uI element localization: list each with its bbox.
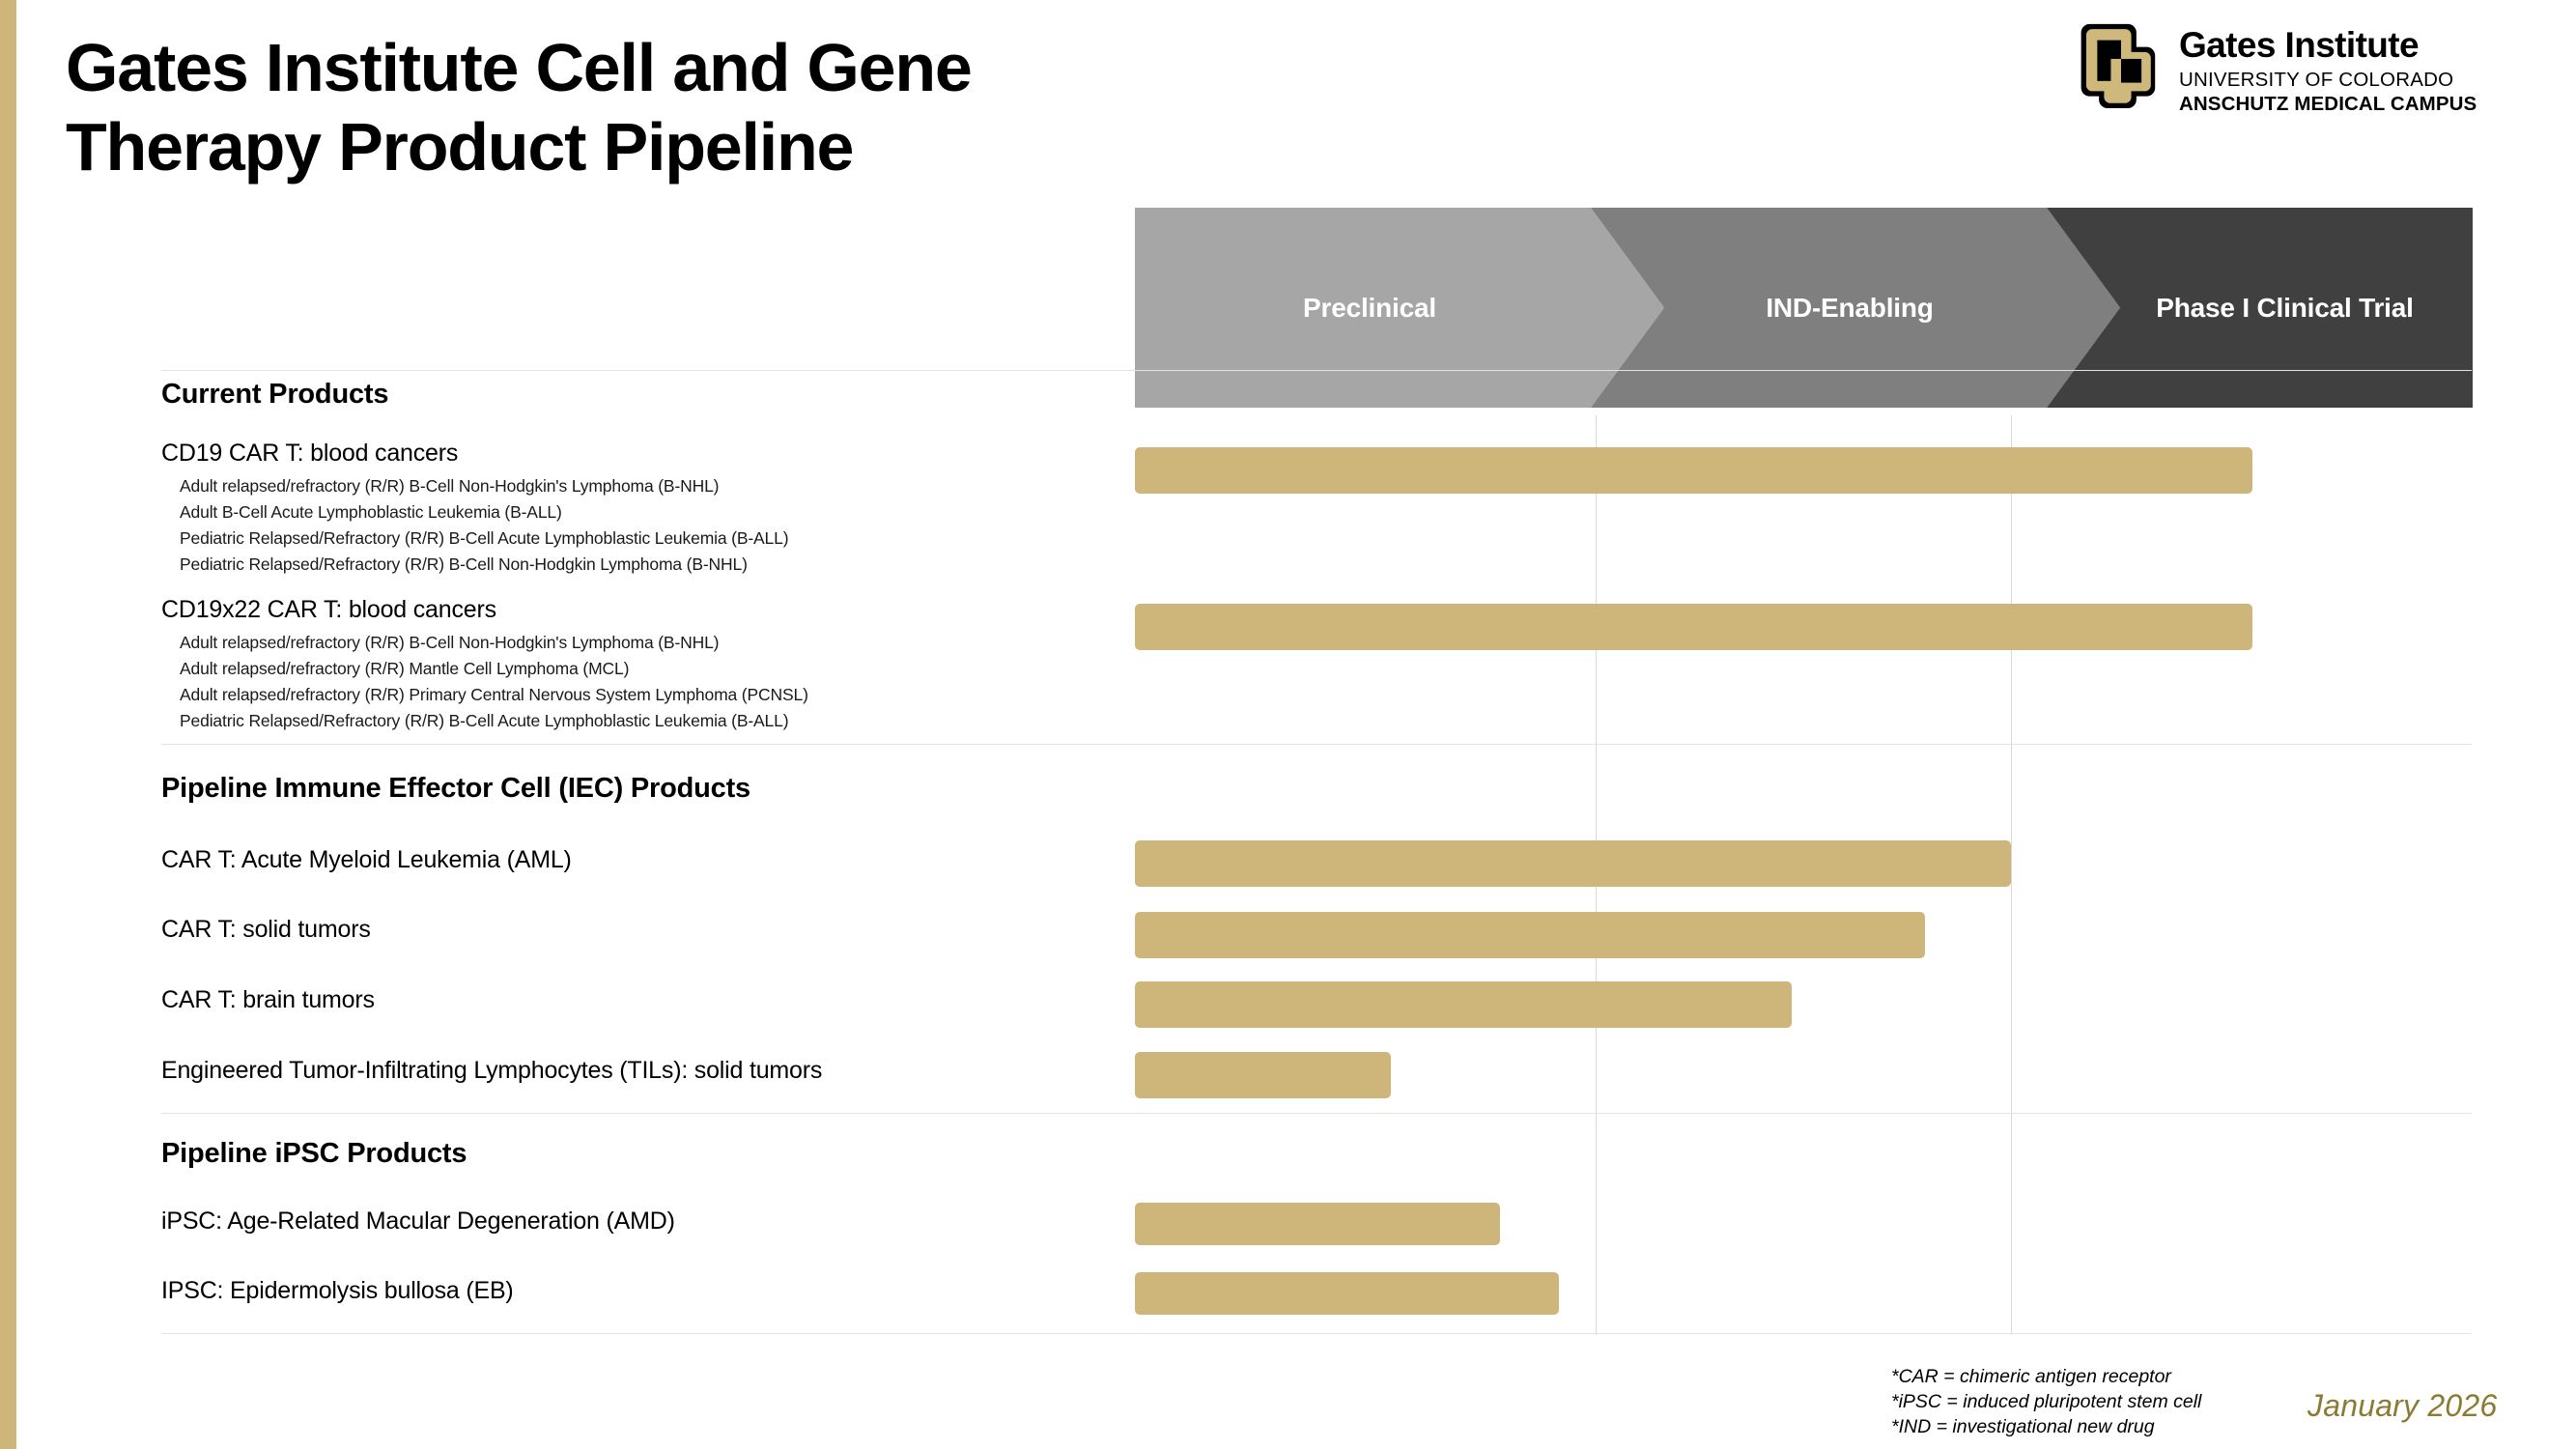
divider-top bbox=[161, 370, 2472, 371]
cu-logo-icon bbox=[2081, 23, 2156, 108]
phase-chevron-ind-enabling: IND-Enabling bbox=[1591, 208, 2120, 408]
pipeline-bar-engineered-tils bbox=[1135, 1052, 1391, 1098]
product-label-car-t-aml: CAR T: Acute Myeloid Leukemia (AML) bbox=[161, 846, 572, 873]
phase-chevron-preclinical: Preclinical bbox=[1135, 208, 1664, 408]
indication-item: Pediatric Relapsed/Refractory (R/R) B-Ce… bbox=[180, 710, 789, 730]
product-label-car-t-solid-tumors: CAR T: solid tumors bbox=[161, 916, 371, 943]
section-heading-ipsc-products: Pipeline iPSC Products bbox=[161, 1138, 467, 1169]
indication-item: Adult relapsed/refractory (R/R) B-Cell N… bbox=[180, 633, 720, 652]
indication-item: Adult relapsed/refractory (R/R) Primary … bbox=[180, 684, 808, 704]
indication-item: Pediatric Relapsed/Refractory (R/R) B-Ce… bbox=[180, 554, 748, 574]
product-label-ipsc-amd: iPSC: Age-Related Macular Degeneration (… bbox=[161, 1208, 675, 1235]
logo-campus: ANSCHUTZ MEDICAL CAMPUS bbox=[2179, 92, 2477, 115]
section-heading-iec-products: Pipeline Immune Effector Cell (IEC) Prod… bbox=[161, 773, 750, 804]
footnote-ind: *IND = investigational new drug bbox=[1891, 1416, 2155, 1438]
footnote-ipsc: *iPSC = induced pluripotent stem cell bbox=[1891, 1391, 2202, 1413]
footnote-car: *CAR = chimeric antigen receptor bbox=[1891, 1366, 2171, 1387]
indication-item: Adult relapsed/refractory (R/R) Mantle C… bbox=[180, 658, 630, 678]
product-label-ipsc-eb: IPSC: Epidermolysis bullosa (EB) bbox=[161, 1277, 514, 1304]
pipeline-bar-car-t-aml bbox=[1135, 840, 2011, 887]
gates-institute-logo: Gates Institute UNIVERSITY OF COLORADO A… bbox=[2079, 21, 2477, 114]
phase-label-ind-enabling: IND-Enabling bbox=[1766, 292, 1934, 323]
product-label-cd19x22-car-t: CD19x22 CAR T: blood cancers bbox=[161, 596, 496, 623]
pipeline-bar-cd19x22-car-t bbox=[1135, 604, 2252, 650]
indication-item: Adult relapsed/refractory (R/R) B-Cell N… bbox=[180, 476, 720, 496]
gridline-ind-phase1 bbox=[2011, 415, 2012, 1335]
pipeline-bar-car-t-brain-tumors bbox=[1135, 981, 1792, 1028]
footnote-list: *CAR = chimeric antigen receptor *iPSC =… bbox=[1891, 1364, 2201, 1439]
pipeline-bar-ipsc-eb bbox=[1135, 1272, 1559, 1315]
left-accent-stripe bbox=[0, 0, 16, 1449]
page-title: Gates Institute Cell and Gene Therapy Pr… bbox=[66, 30, 973, 185]
product-label-car-t-brain-tumors: CAR T: brain tumors bbox=[161, 986, 375, 1013]
divider-iec-products bbox=[161, 1113, 2472, 1114]
product-label-cd19-car-t: CD19 CAR T: blood cancers bbox=[161, 440, 459, 467]
indication-list-cd19x22-car-t: Adult relapsed/refractory (R/R) B-Cell N… bbox=[180, 630, 808, 734]
divider-current-products bbox=[161, 744, 2472, 745]
pipeline-bar-ipsc-amd bbox=[1135, 1203, 1500, 1245]
logo-title: Gates Institute bbox=[2179, 25, 2420, 65]
indication-item: Pediatric Relapsed/Refractory (R/R) B-Ce… bbox=[180, 527, 789, 548]
indication-list-cd19-car-t: Adult relapsed/refractory (R/R) B-Cell N… bbox=[180, 473, 789, 578]
phase-header: Preclinical IND-Enabling Phase I Clinica… bbox=[1135, 208, 2473, 408]
logo-university: UNIVERSITY OF COLORADO bbox=[2179, 69, 2454, 91]
divider-bottom bbox=[161, 1333, 2472, 1334]
section-heading-current-products: Current Products bbox=[161, 379, 389, 410]
pipeline-bar-cd19-car-t bbox=[1135, 447, 2252, 494]
product-label-engineered-tils: Engineered Tumor-Infiltrating Lymphocyte… bbox=[161, 1057, 823, 1084]
date-stamp: January 2026 bbox=[2307, 1388, 2498, 1423]
phase-label-phase-i: Phase I Clinical Trial bbox=[2156, 292, 2414, 323]
pipeline-bar-car-t-solid-tumors bbox=[1135, 912, 1925, 958]
phase-label-preclinical: Preclinical bbox=[1303, 292, 1436, 323]
indication-item: Adult B-Cell Acute Lymphoblastic Leukemi… bbox=[180, 501, 562, 522]
